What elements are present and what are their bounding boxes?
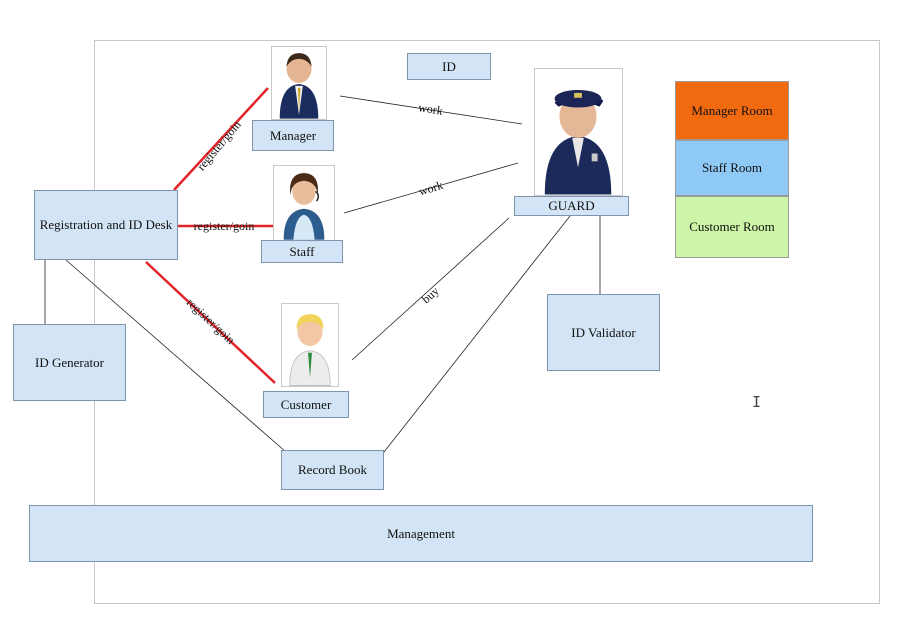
edge-label-manager-work: work	[417, 100, 444, 118]
id-generator-node[interactable]: ID Generator	[13, 324, 126, 401]
staff-room[interactable]: Staff Room	[675, 140, 789, 196]
guard-avatar-icon	[534, 68, 623, 196]
staff-guard-line	[343, 162, 519, 214]
manager-node[interactable]: Manager	[252, 120, 334, 151]
id-node[interactable]: ID	[407, 53, 491, 80]
customer-node[interactable]: Customer	[263, 391, 349, 418]
desk-recordbook-line	[65, 259, 287, 453]
edge-label-staff-work: work	[417, 178, 445, 199]
register-customer-line	[145, 261, 276, 384]
customer-room[interactable]: Customer Room	[675, 196, 789, 258]
manager-room[interactable]: Manager Room	[675, 81, 789, 140]
manager-avatar-icon	[271, 46, 327, 120]
text-cursor-icon: I	[752, 393, 762, 411]
guard-recordbook-line	[383, 215, 571, 453]
diagram-frame	[94, 40, 880, 604]
guard-node[interactable]: GUARD	[514, 196, 629, 216]
record-book-node[interactable]: Record Book	[281, 450, 384, 490]
register-manager-line	[173, 87, 269, 191]
customer-guard-line	[351, 217, 510, 361]
customer-avatar-icon	[281, 303, 339, 387]
staff-avatar-icon	[273, 165, 335, 241]
edge-label-register-manager: register/goin	[194, 118, 244, 173]
edge-label-register-customer: register/goin	[184, 295, 238, 347]
manager-guard-line	[339, 95, 523, 125]
edge-label-register-staff: register/goin	[194, 219, 255, 233]
edge-label-customer-buy: buy	[419, 284, 442, 306]
id-validator-node[interactable]: ID Validator	[547, 294, 660, 371]
staff-node[interactable]: Staff	[261, 240, 343, 263]
management-node[interactable]: Management	[29, 505, 813, 562]
registration-desk-node[interactable]: Registration and ID Desk	[34, 190, 178, 260]
